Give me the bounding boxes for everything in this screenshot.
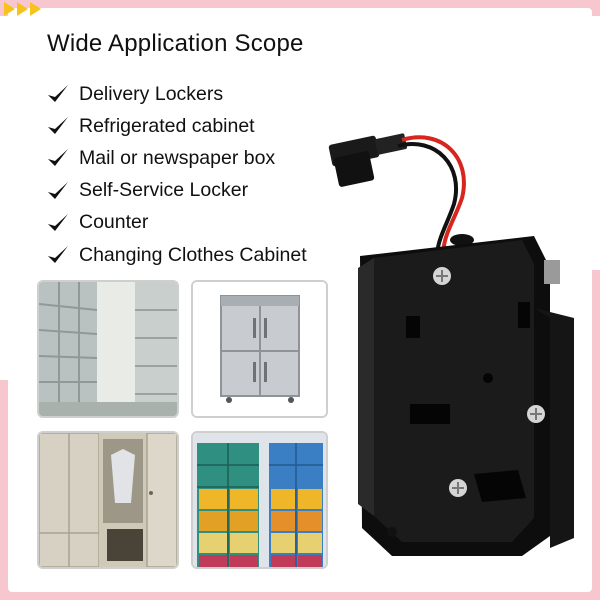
list-item-label: Counter: [79, 211, 149, 234]
list-item-label: Changing Clothes Cabinet: [79, 243, 307, 266]
check-icon: [48, 246, 68, 264]
list-item-label: Self-Service Locker: [79, 179, 249, 202]
list-item-label: Delivery Lockers: [79, 82, 224, 105]
wardrobe-photo: [37, 431, 179, 569]
list-item-label: Mail or newspaper box: [79, 146, 276, 169]
feature-list: Delivery Lockers Refrigerated cabinet Ma…: [46, 78, 307, 271]
list-item: Counter: [46, 207, 307, 239]
list-item: Delivery Lockers: [46, 78, 307, 110]
electric-lock-product-image: [322, 118, 584, 568]
list-item: Refrigerated cabinet: [46, 110, 307, 142]
check-icon: [48, 213, 68, 231]
corner-arrows: [4, 2, 41, 16]
lockers-photo: [37, 280, 179, 418]
triangle-right-icon: [17, 2, 28, 16]
list-item-label: Refrigerated cabinet: [79, 114, 255, 137]
refrigerator-photo: [191, 280, 328, 418]
check-icon: [48, 85, 68, 103]
list-item: Mail or newspaper box: [46, 142, 307, 174]
triangle-right-icon: [4, 2, 15, 16]
page-title: Wide Application Scope: [47, 30, 304, 57]
self-service-locker-photo: [191, 431, 328, 569]
list-item: Self-Service Locker: [46, 175, 307, 207]
list-item: Changing Clothes Cabinet: [46, 239, 307, 271]
check-icon: [48, 117, 68, 135]
check-icon: [48, 149, 68, 167]
triangle-right-icon: [30, 2, 41, 16]
check-icon: [48, 181, 68, 199]
